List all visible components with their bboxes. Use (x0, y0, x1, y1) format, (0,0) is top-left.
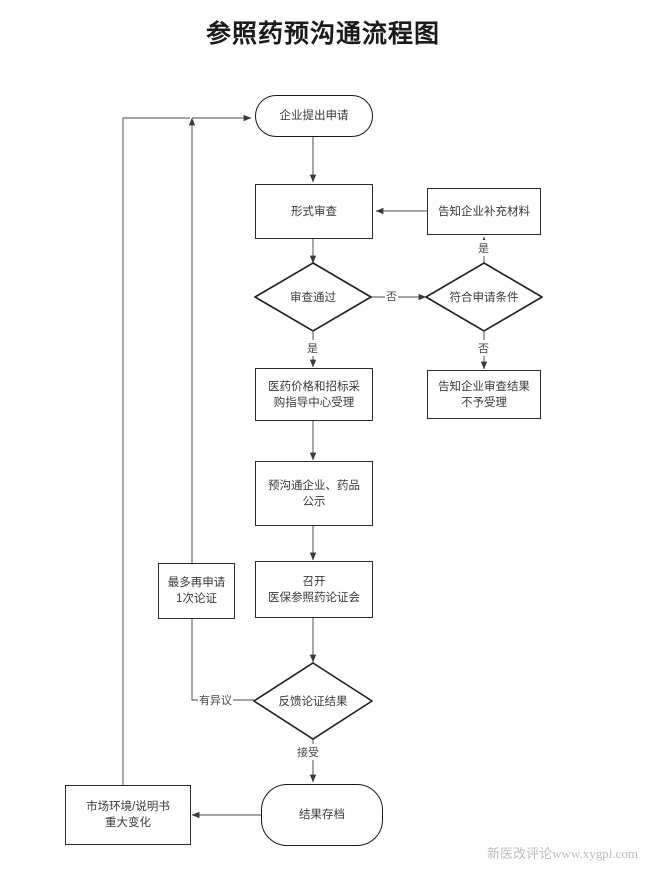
node-notify-supplement[interactable]: 告知企业补充材料 (427, 188, 541, 235)
node-notify-rejected[interactable]: 告知企业审查结果 不予受理 (427, 370, 541, 419)
node-hold-meeting-label: 召开 医保参照药论证会 (268, 575, 360, 604)
node-center-accept[interactable]: 医药价格和招标采 购指导中心受理 (255, 368, 373, 421)
node-public-notice[interactable]: 预沟通企业、药品 公示 (255, 461, 373, 526)
node-formal-review-label: 形式审查 (291, 205, 337, 218)
node-start-label: 企业提出申请 (279, 110, 349, 122)
edge-label-review-no: 否 (385, 288, 398, 304)
edge-label-review-yes: 是 (306, 340, 319, 356)
diamond-shape-feedback-result (252, 662, 374, 740)
watermark: 新医改评论www.xygpl.com (487, 846, 638, 861)
node-start[interactable]: 企业提出申请 (255, 95, 373, 137)
node-archive-result[interactable]: 结果存档 (261, 784, 383, 846)
edge-label-conditions-yes: 是 (477, 240, 490, 256)
node-review-passed[interactable]: 审查通过 (253, 262, 373, 332)
node-review-passed-label: 审查通过 (290, 292, 336, 304)
diamond-shape-review-passed (253, 262, 373, 332)
page-title: 参照药预沟通流程图 (205, 21, 440, 48)
node-meets-conditions-label: 符合申请条件 (449, 292, 519, 304)
node-feedback-result[interactable]: 反馈论证结果 (252, 662, 374, 740)
node-reapply-once[interactable]: 最多再申请 1次论证 (158, 563, 235, 619)
node-market-change[interactable]: 市场环境/说明书 重大变化 (65, 785, 191, 845)
node-feedback-result-label: 反馈论证结果 (278, 696, 348, 708)
node-hold-meeting[interactable]: 召开 医保参照药论证会 (255, 561, 373, 618)
node-archive-result-label: 结果存档 (299, 809, 345, 821)
edge-label-has-objection: 有异议 (198, 692, 233, 708)
node-meets-conditions[interactable]: 符合申请条件 (424, 262, 544, 332)
diamond-shape-meets-conditions (424, 262, 544, 332)
edge-label-accept: 接受 (296, 744, 320, 760)
node-notify-rejected-label: 告知企业审查结果 不予受理 (438, 380, 530, 409)
node-reapply-once-label: 最多再申请 1次论证 (167, 577, 226, 605)
node-notify-supplement-label: 告知企业补充材料 (438, 205, 530, 218)
node-center-accept-label: 医药价格和招标采 购指导中心受理 (268, 380, 360, 409)
node-market-change-label: 市场环境/说明书 重大变化 (86, 801, 170, 829)
node-public-notice-label: 预沟通企业、药品 公示 (268, 479, 360, 508)
node-formal-review[interactable]: 形式审查 (255, 184, 373, 239)
edge-label-conditions-no: 否 (477, 340, 490, 356)
